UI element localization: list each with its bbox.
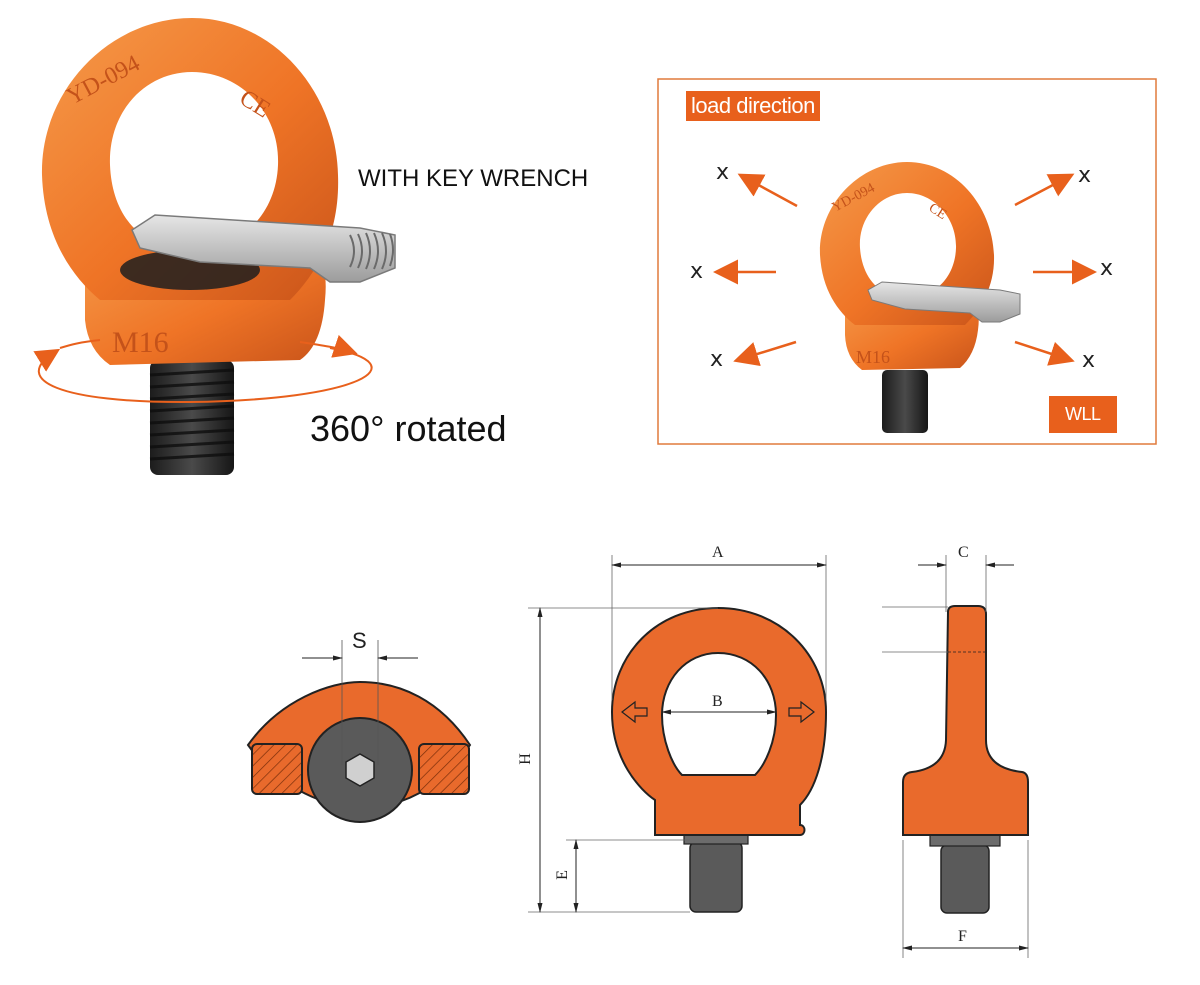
dim-label-e: E	[553, 870, 571, 880]
dim-label-h: H	[516, 753, 534, 765]
x-mark-upper-left: x	[716, 160, 730, 185]
key-wrench-label: WITH KEY WRENCH	[358, 165, 589, 192]
load-arrow-upper-left	[737, 173, 798, 208]
top-view-drawing	[246, 640, 472, 823]
rotation-arrow	[33, 347, 373, 404]
load-arrow-lower-left	[733, 340, 797, 367]
front-view-ring	[610, 606, 828, 836]
hex-socket	[345, 753, 375, 787]
panel-size-marking: M16	[856, 347, 890, 367]
x-mark-right: x	[1100, 256, 1114, 281]
load-arrow-lower-right	[1014, 340, 1075, 366]
product-photo-eyebolt: YD-094 CE M16	[33, 18, 396, 475]
panel-eyebolt: YD-094 CE M16	[819, 162, 1021, 433]
wll-badge: WLL	[1049, 396, 1117, 433]
front-view-drawing	[528, 555, 828, 913]
load-direction-title: load direction	[686, 91, 820, 121]
x-mark-upper-right: x	[1078, 163, 1092, 188]
dim-label-f: F	[958, 928, 967, 945]
dim-label-s: S	[352, 628, 367, 653]
load-arrow-upper-right	[1014, 173, 1075, 207]
load-direction-frame	[657, 78, 1157, 445]
x-mark-lower-left: x	[710, 347, 724, 372]
load-arrows	[713, 173, 1097, 367]
dim-label-a: A	[712, 544, 724, 561]
side-view-body	[902, 605, 1029, 836]
rotation-label: 360° rotated	[310, 408, 507, 449]
dim-label-b: B	[712, 693, 723, 710]
x-mark-left: x	[690, 259, 704, 284]
front-view-thread	[689, 841, 743, 913]
size-marking: M16	[112, 326, 169, 359]
top-view-lug-left	[251, 743, 303, 795]
side-view-drawing	[882, 555, 1029, 958]
dim-label-c: C	[958, 544, 969, 561]
side-view-thread	[940, 844, 990, 914]
top-view-lug-right	[418, 743, 470, 795]
x-mark-lower-right: x	[1082, 348, 1096, 373]
key-wrench	[131, 214, 396, 283]
